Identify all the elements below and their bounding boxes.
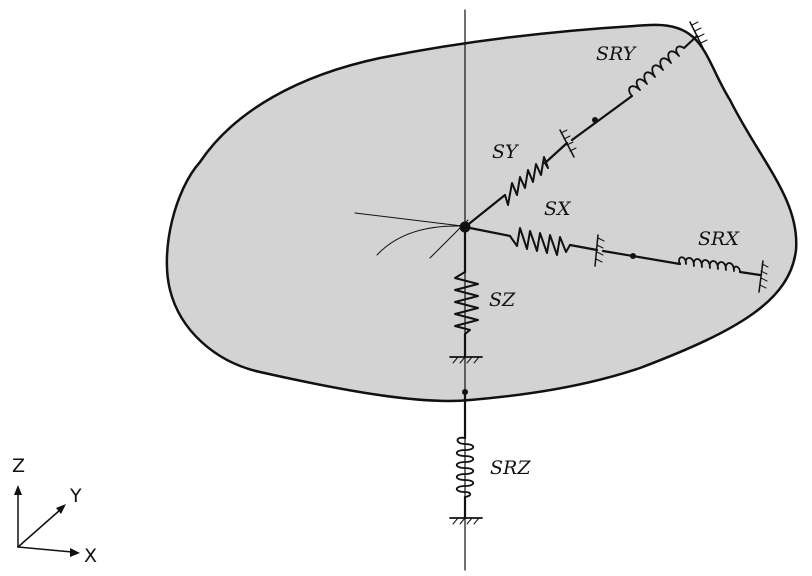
axis-label-y: Y xyxy=(69,485,82,507)
pointer-arc xyxy=(376,225,461,256)
axis-label-z: Z xyxy=(12,455,25,477)
srx-spring xyxy=(678,256,741,273)
coordinate-axes: Z Y X xyxy=(12,455,97,567)
sz-chain xyxy=(449,225,483,525)
axis-label-x: X xyxy=(84,545,97,567)
label-sry: SRY xyxy=(596,43,638,65)
sx-chain xyxy=(463,225,769,293)
sry-spring xyxy=(628,45,685,97)
sy-spring xyxy=(504,156,549,206)
pointer-line xyxy=(354,212,463,227)
sy-chain xyxy=(463,21,708,229)
label-sz: SZ xyxy=(489,289,516,311)
sx-spring xyxy=(509,227,571,256)
label-sy: SY xyxy=(492,141,520,163)
sz-spring xyxy=(454,271,479,335)
label-srx: SRX xyxy=(698,228,740,250)
label-sx: SX xyxy=(544,198,572,220)
label-srz: SRZ xyxy=(490,457,531,479)
srz-spring xyxy=(455,436,475,498)
